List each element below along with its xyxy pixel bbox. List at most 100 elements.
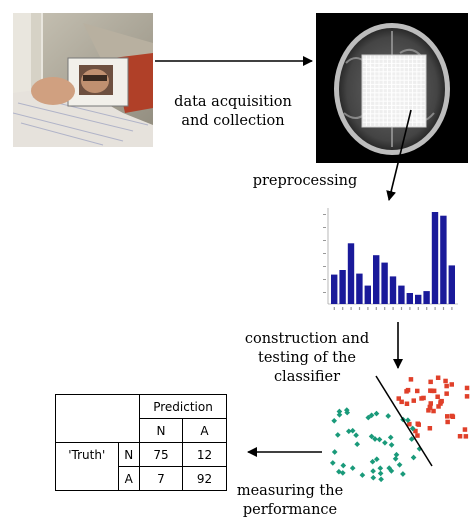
cm-corner bbox=[55, 418, 118, 443]
cm-row-label-a: A bbox=[117, 466, 140, 491]
normal-point bbox=[345, 428, 352, 435]
normal-point bbox=[369, 458, 376, 465]
histogram-tick bbox=[426, 307, 428, 310]
normal-point bbox=[329, 460, 336, 466]
label-line: measuring the bbox=[236, 483, 344, 499]
abnormal-point bbox=[435, 375, 441, 380]
histogram-bar bbox=[373, 255, 380, 304]
label-line: construction and bbox=[244, 331, 370, 347]
cm-truth-header: 'Truth' bbox=[55, 442, 118, 491]
abnormal-point bbox=[405, 387, 411, 393]
cm-corner bbox=[55, 394, 118, 419]
normal-point bbox=[359, 472, 366, 478]
normal-point bbox=[340, 462, 347, 469]
histogram-tick bbox=[409, 307, 411, 310]
histogram-tick bbox=[358, 307, 361, 310]
normal-point bbox=[392, 455, 399, 462]
abnormal-point bbox=[449, 413, 455, 419]
normal-point bbox=[354, 441, 361, 448]
histogram-tick bbox=[451, 307, 453, 310]
abnormal-point bbox=[404, 401, 410, 406]
abnormal-point bbox=[428, 379, 433, 385]
scatter-chart bbox=[329, 375, 470, 483]
label-performance: measuring the performance bbox=[228, 482, 352, 520]
normal-point bbox=[331, 417, 338, 424]
abnormal-point bbox=[426, 408, 431, 413]
normal-point bbox=[388, 442, 395, 448]
abnormal-point bbox=[436, 404, 441, 409]
abnormal-point bbox=[399, 399, 404, 405]
histogram-bar bbox=[406, 293, 413, 304]
brain-mri-icon bbox=[316, 13, 468, 163]
histogram-tick bbox=[342, 307, 344, 310]
abnormal-point bbox=[428, 401, 433, 406]
abnormal-point bbox=[462, 427, 468, 432]
abnormal-point bbox=[463, 434, 469, 439]
histogram-bar bbox=[339, 270, 346, 304]
cm-row-label-n: N bbox=[117, 442, 140, 467]
histogram-tick bbox=[434, 307, 436, 310]
histogram-tick bbox=[392, 307, 394, 310]
histogram-bar bbox=[423, 291, 430, 304]
label-line: classifier bbox=[273, 369, 341, 385]
cm-cell: 7 bbox=[139, 466, 183, 491]
cm-cell: 12 bbox=[182, 442, 227, 467]
normal-point bbox=[370, 468, 376, 474]
histogram-bar bbox=[356, 273, 363, 304]
histogram-tick bbox=[400, 307, 403, 310]
histogram-bar bbox=[347, 243, 355, 304]
normal-point bbox=[410, 454, 417, 461]
confusion-matrix: Prediction N A 'Truth' N 75 12 A 7 92 bbox=[55, 394, 227, 491]
histogram-bar bbox=[381, 262, 388, 304]
normal-point bbox=[331, 449, 338, 455]
abnormal-point bbox=[464, 394, 470, 399]
normal-point bbox=[377, 470, 384, 477]
histogram-tick bbox=[323, 266, 326, 267]
histogram-chart bbox=[323, 208, 458, 310]
cm-cell: 75 bbox=[139, 442, 183, 467]
cm-col-header-n: N bbox=[139, 418, 183, 443]
histogram-bar bbox=[398, 285, 405, 304]
histogram-bar bbox=[415, 294, 422, 304]
abnormal-point bbox=[429, 388, 435, 394]
normal-point bbox=[400, 471, 406, 477]
abnormal-point bbox=[431, 408, 436, 414]
abnormal-point bbox=[408, 377, 414, 382]
normal-point bbox=[385, 413, 392, 419]
histogram-tick bbox=[323, 227, 326, 228]
histogram-bar bbox=[331, 274, 338, 304]
label-line: and collection bbox=[181, 113, 285, 129]
histogram-tick bbox=[323, 253, 326, 254]
abnormal-point bbox=[435, 394, 440, 399]
abnormal-point bbox=[413, 428, 418, 434]
abnormal-point bbox=[415, 421, 420, 426]
abnormal-point bbox=[444, 391, 449, 396]
classifier-scatter-plot bbox=[326, 372, 470, 483]
cm-prediction-header: Prediction bbox=[139, 394, 227, 419]
abnormal-point bbox=[439, 398, 444, 404]
histogram-tick bbox=[350, 307, 352, 310]
histogram-bar bbox=[440, 215, 447, 304]
normal-point bbox=[373, 410, 380, 417]
normal-point bbox=[353, 432, 359, 439]
cm-col-header-a: A bbox=[182, 418, 227, 443]
normal-point bbox=[378, 476, 384, 483]
histogram-tick bbox=[367, 307, 369, 310]
abnormal-point bbox=[411, 398, 416, 403]
histogram-tick bbox=[417, 307, 419, 310]
normal-point bbox=[370, 474, 377, 481]
patient-scanner-icon bbox=[13, 13, 153, 147]
normal-point bbox=[377, 465, 384, 472]
histogram-tick bbox=[323, 279, 326, 280]
normal-point bbox=[409, 425, 416, 432]
histogram-bar bbox=[364, 285, 371, 304]
histogram-bar bbox=[448, 265, 455, 304]
abnormal-point bbox=[444, 383, 449, 389]
normal-point bbox=[382, 439, 388, 446]
label-line: performance bbox=[242, 502, 338, 518]
label-line: preprocessing bbox=[252, 173, 358, 189]
normal-point bbox=[336, 411, 343, 418]
histogram-tick bbox=[323, 214, 326, 215]
abnormal-point bbox=[438, 401, 443, 406]
